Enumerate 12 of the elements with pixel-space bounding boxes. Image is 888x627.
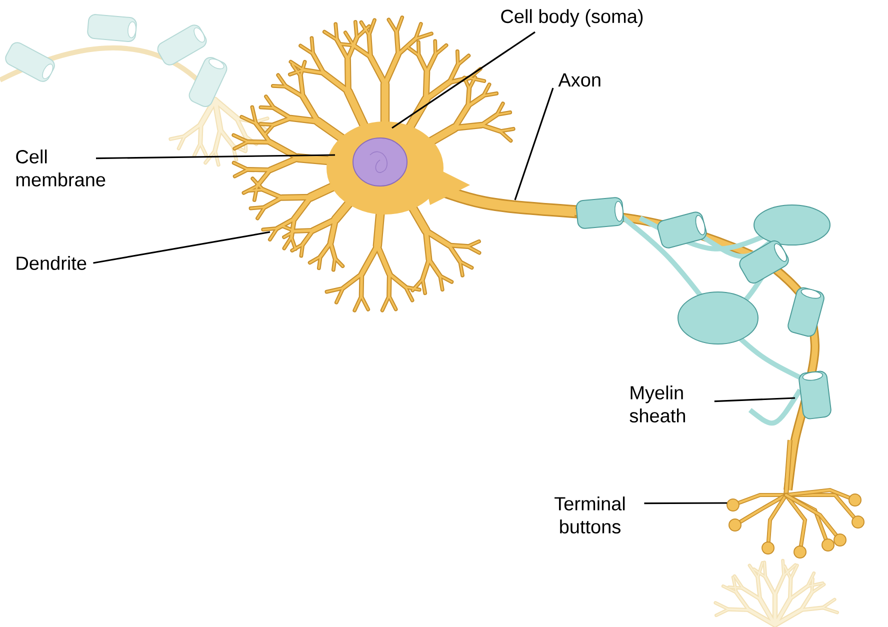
leader-line	[96, 154, 336, 160]
label-text: Cell membrane	[16, 150, 106, 186]
leader-line	[514, 88, 554, 200]
leader-line	[714, 397, 796, 402]
leader-line	[644, 502, 728, 504]
label-text: Myelin sheath	[630, 386, 686, 422]
leader-line	[93, 231, 270, 264]
label-text: Cell body (soma)	[501, 9, 643, 27]
label-text: Terminal buttons	[554, 496, 625, 534]
leader-line	[392, 31, 536, 129]
label-text: Dendrite	[16, 256, 86, 270]
label-text: Axon	[558, 73, 600, 87]
